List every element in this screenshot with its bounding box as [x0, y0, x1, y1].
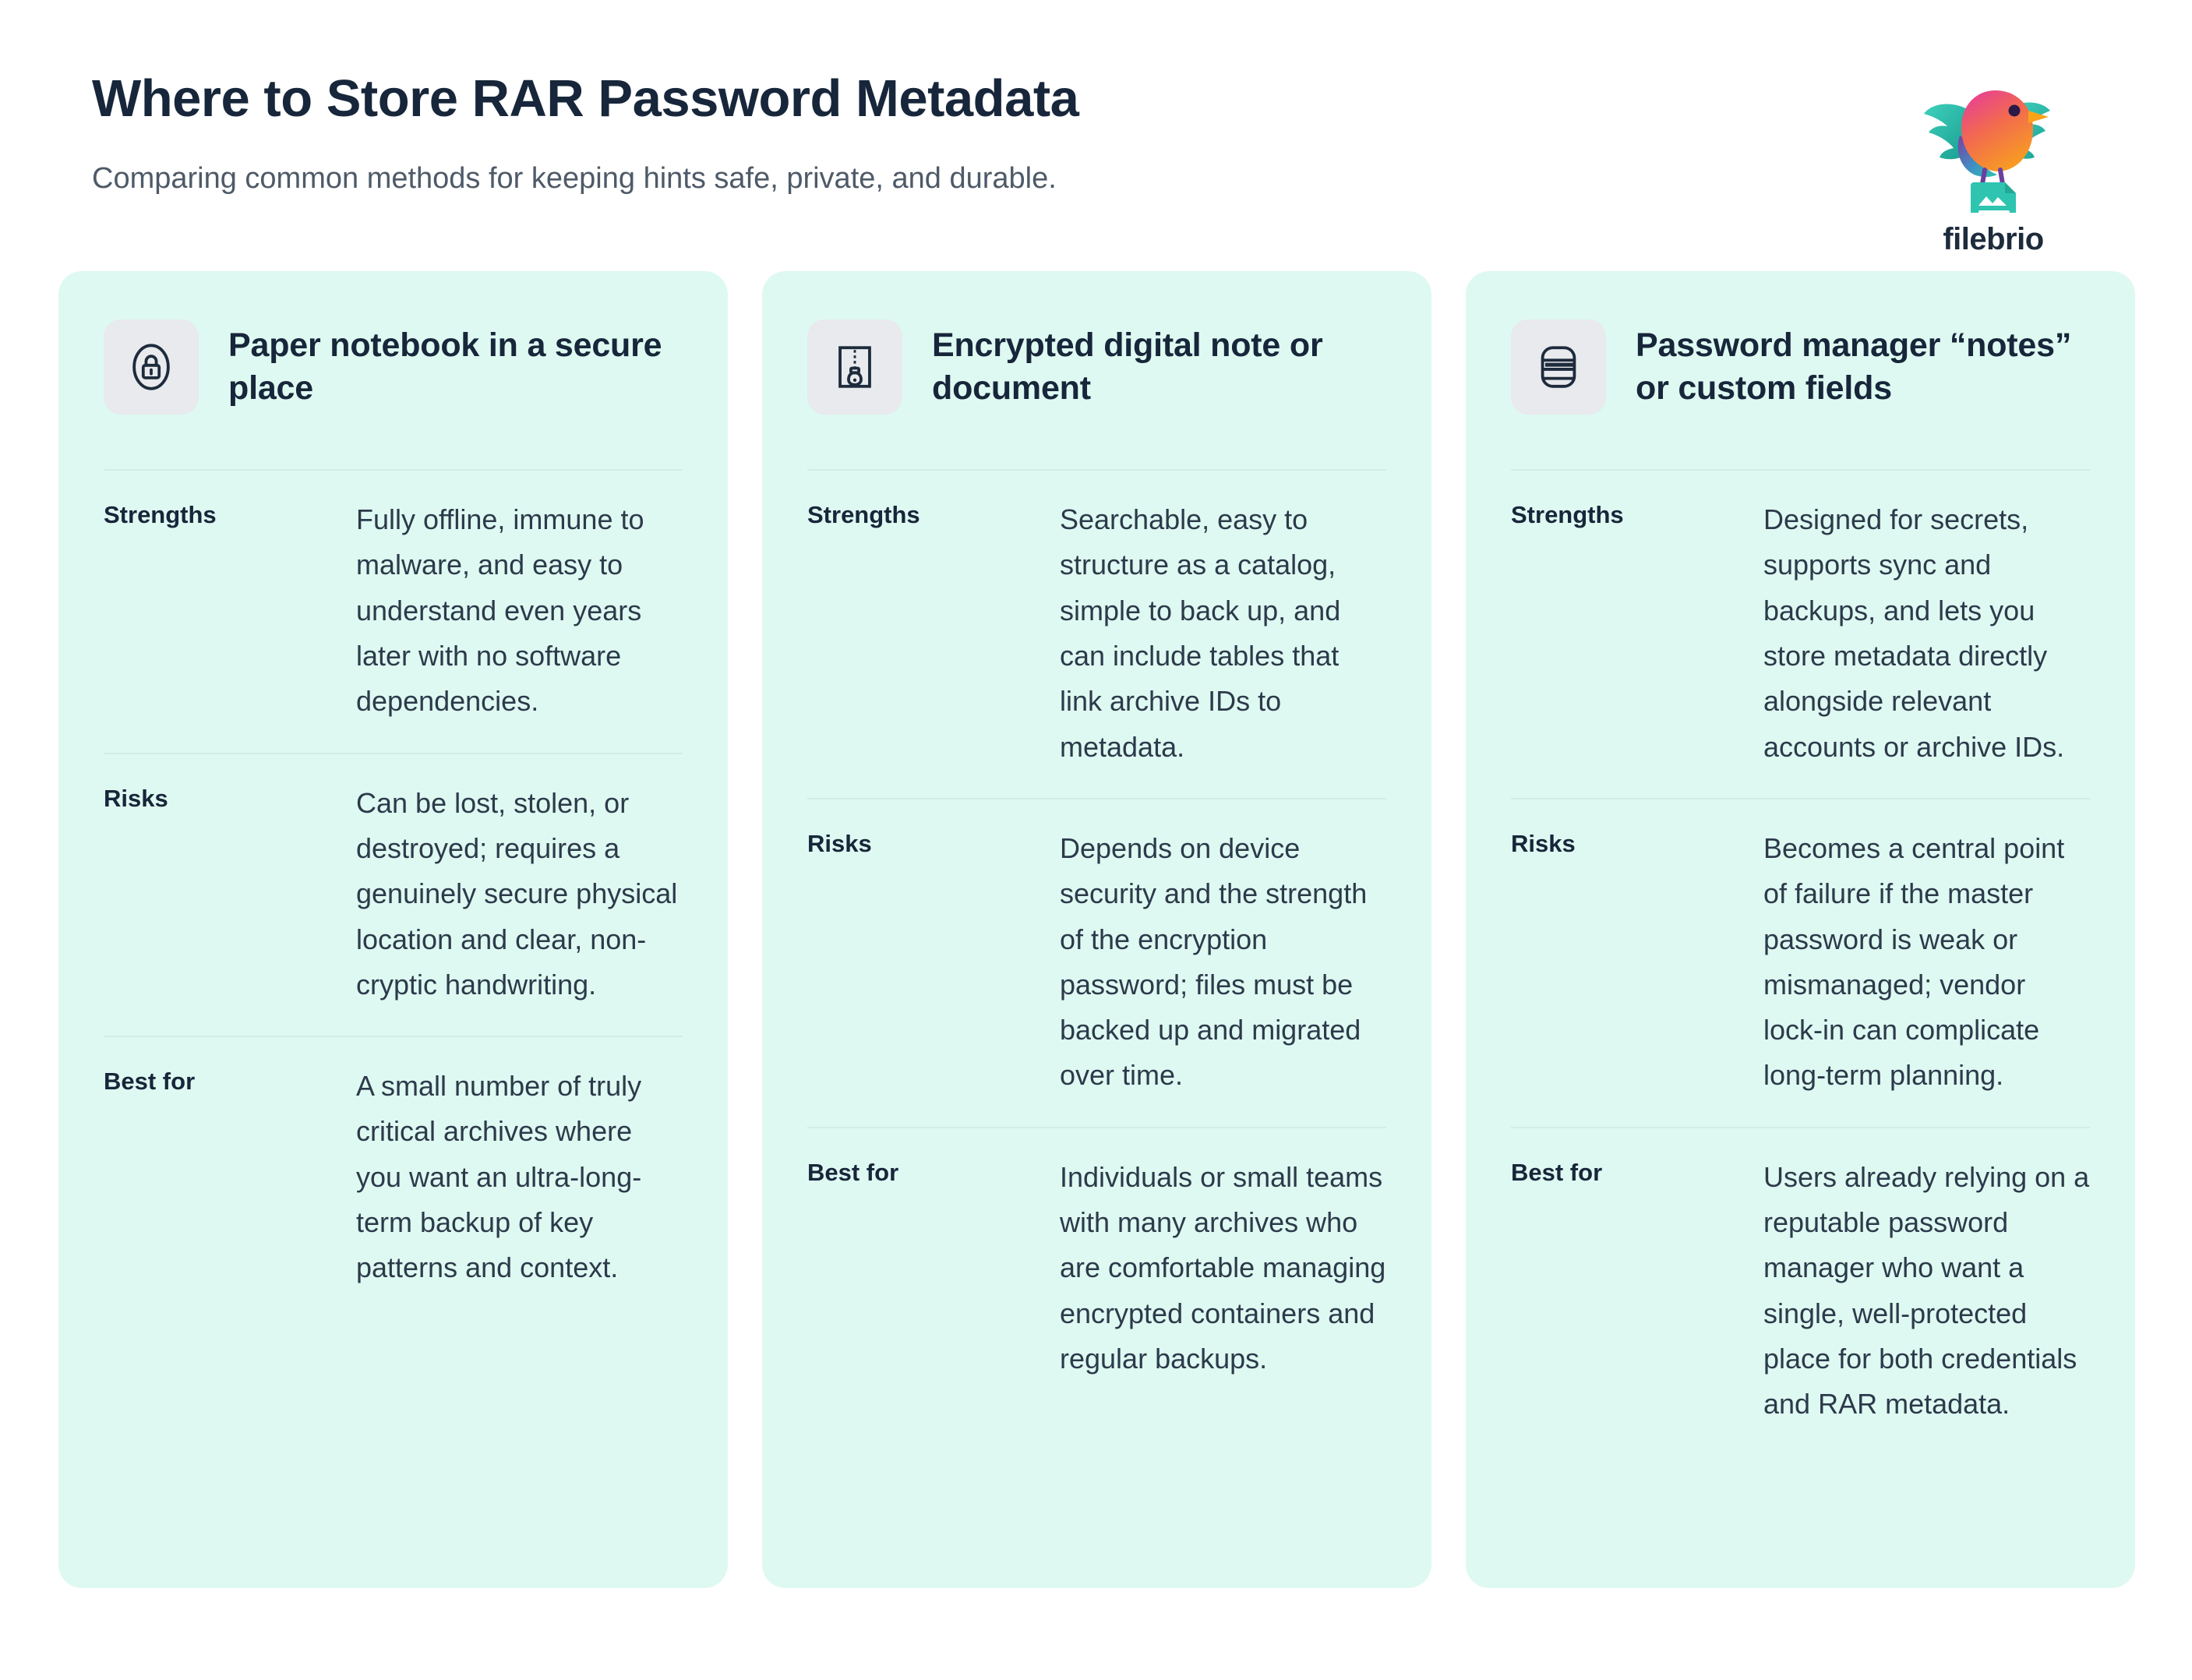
card-row: Risks Becomes a central point of failure…	[1511, 797, 2090, 1127]
row-label: Risks	[1511, 829, 1576, 857]
filebrio-bird-logo-icon	[1924, 90, 2050, 213]
row-value: Individuals or small teams with many arc…	[1060, 1160, 1386, 1375]
header-text-block: Where to Store RAR Password Metadata Com…	[92, 62, 1079, 199]
card-title: Encrypted digital note or document	[932, 326, 1323, 408]
comparison-card-password-manager: Password manager “notes” or custom field…	[1466, 271, 2135, 1588]
row-label: Risks	[104, 784, 168, 812]
card-row: Best for A small number of truly critica…	[104, 1036, 683, 1319]
card-title: Password manager “notes” or custom field…	[1636, 326, 2072, 408]
card-rows: Strengths Searchable, easy to structure …	[807, 469, 1386, 1410]
row-value: Fully offline, immune to malware, and ea…	[356, 503, 644, 718]
row-value: Can be lost, stolen, or destroyed; requi…	[356, 786, 678, 1001]
card-row: Strengths Designed for secrets, supports…	[1511, 469, 2090, 798]
row-value: Becomes a central point of failure if th…	[1763, 831, 2065, 1092]
card-title: Paper notebook in a secure place	[228, 326, 662, 408]
card-row: Strengths Fully offline, immune to malwa…	[104, 469, 683, 753]
row-label: Strengths	[104, 501, 217, 528]
card-row: Risks Depends on device security and the…	[807, 797, 1386, 1127]
card-row: Strengths Searchable, easy to structure …	[807, 469, 1386, 798]
padlock-oval-icon	[104, 319, 199, 415]
page-title: Where to Store RAR Password Metadata	[92, 69, 1079, 128]
row-label: Best for	[1511, 1158, 1603, 1186]
row-label: Best for	[807, 1158, 899, 1186]
card-header: Paper notebook in a secure place	[104, 319, 683, 436]
brand-logo: filebrio	[1904, 62, 2106, 257]
comparison-card-grid: Paper notebook in a secure place Strengt…	[58, 271, 2135, 1588]
card-rows: Strengths Designed for secrets, supports…	[1511, 469, 2090, 1456]
row-value: Searchable, easy to structure as a catal…	[1060, 503, 1341, 763]
card-row: Risks Can be lost, stolen, or destroyed;…	[104, 752, 683, 1036]
card-header: Encrypted digital note or document	[807, 319, 1386, 436]
card-row: Best for Users already relying on a repu…	[1511, 1126, 2090, 1456]
password-vault-icon	[1511, 319, 1606, 415]
row-label: Best for	[104, 1068, 196, 1096]
row-value: Depends on device security and the stren…	[1060, 831, 1368, 1092]
zipper-archive-icon	[807, 319, 902, 415]
row-value: Designed for secrets, supports sync and …	[1763, 503, 2065, 763]
comparison-card-encrypted-note: Encrypted digital note or document Stren…	[762, 271, 1431, 1588]
logo-wordmark: filebrio	[1943, 222, 2044, 256]
page-subtitle: Comparing common methods for keeping hin…	[92, 161, 1057, 195]
row-value: Users already relying on a reputable pas…	[1763, 1160, 2090, 1421]
page-header: Where to Store RAR Password Metadata Com…	[0, 0, 2192, 265]
row-label: Strengths	[807, 501, 920, 528]
row-label: Strengths	[1511, 501, 1624, 528]
row-value: A small number of truly critical archive…	[356, 1070, 642, 1284]
comparison-card-paper-notebook: Paper notebook in a secure place Strengt…	[58, 271, 728, 1588]
card-row: Best for Individuals or small teams with…	[807, 1126, 1386, 1410]
card-header: Password manager “notes” or custom field…	[1511, 319, 2090, 436]
row-label: Risks	[807, 829, 872, 857]
card-rows: Strengths Fully offline, immune to malwa…	[104, 469, 683, 1319]
